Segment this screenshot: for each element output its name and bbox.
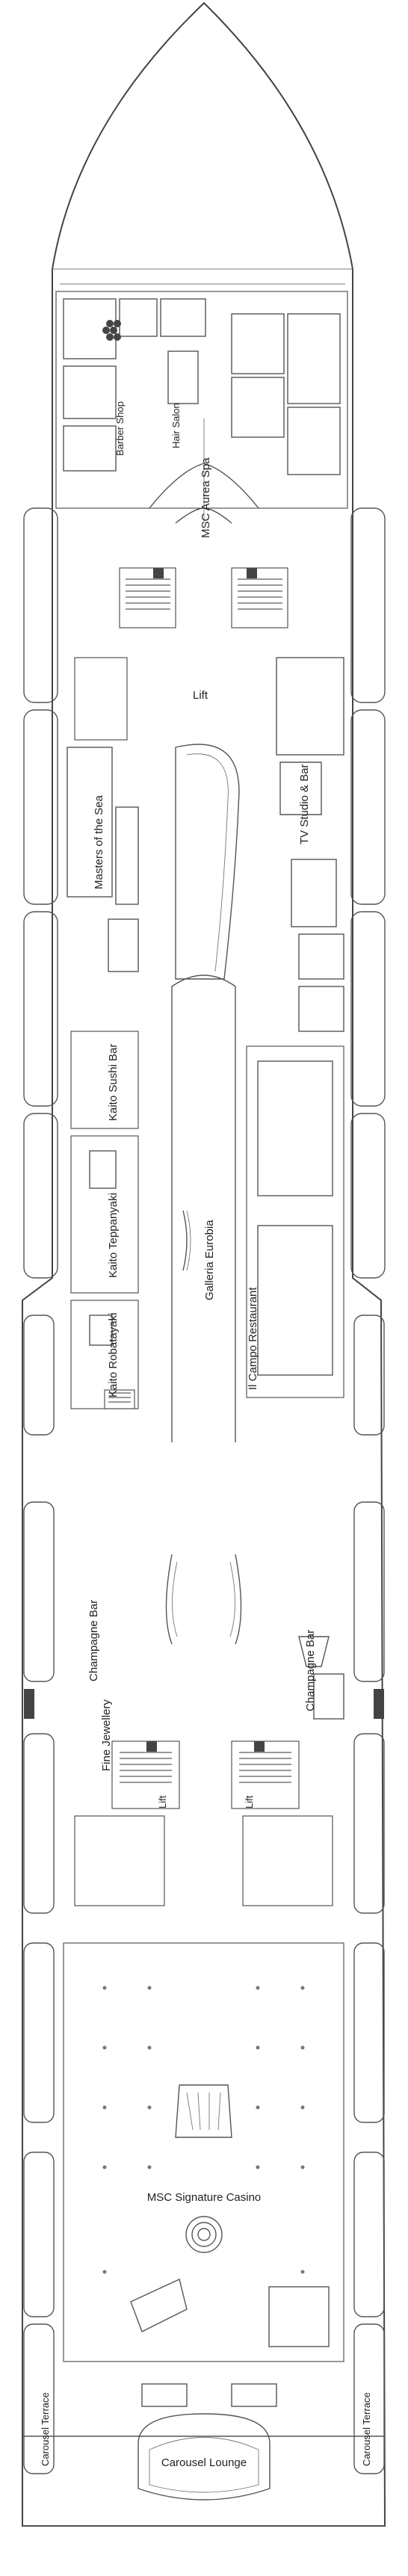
casino-roulette-icon — [185, 2216, 223, 2253]
label-carousel-terrace-left: Carousel Terrace — [40, 2392, 51, 2466]
label-kaito-robatayaki: Kaito Robatayaki — [107, 1313, 120, 1397]
kaito-zone — [70, 1031, 139, 1409]
label-aurea-spa: MSC Aurea Spa — [200, 457, 212, 538]
label-champagne-bar-left: Champagne Bar — [87, 1600, 100, 1681]
fore-stair-block — [119, 567, 288, 628]
label-fine-jewellery: Fine Jewellery — [100, 1699, 113, 1771]
spa-flower-icon — [102, 320, 121, 341]
masters-tv-zone — [67, 657, 344, 980]
port-side-structures-aft — [23, 1315, 55, 2474]
label-tv-studio-bar: TV Studio & Bar — [298, 764, 311, 844]
label-galleria-eurobia: Galleria Eurobia — [203, 1220, 216, 1300]
label-il-campo-restaurant: Il Campo Restaurant — [247, 1287, 259, 1390]
label-kaito-sushi-bar: Kaito Sushi Bar — [107, 1044, 120, 1121]
champagne-zone — [165, 1554, 344, 1720]
galleria-zone — [171, 975, 344, 1442]
label-carousel-terrace-right: Carousel Terrace — [361, 2392, 372, 2466]
port-side-structures-fore — [23, 507, 58, 1279]
label-lift-mid-right: Lift — [244, 1795, 255, 1809]
mid-stair-block — [74, 1741, 333, 1906]
spa-zone — [55, 291, 348, 524]
casino-zone — [63, 1942, 344, 2407]
carousel-zone — [22, 2413, 385, 2527]
starboard-side-structures-aft — [353, 1315, 385, 2474]
label-kaito-teppanyaki: Kaito Teppanyaki — [107, 1193, 120, 1278]
label-lift-fore: Lift — [193, 689, 208, 702]
label-lift-mid-left: Lift — [157, 1795, 168, 1809]
label-signature-casino: MSC Signature Casino — [147, 2191, 262, 2204]
label-champagne-bar-right: Champagne Bar — [304, 1630, 317, 1711]
starboard-side-structures-fore — [350, 507, 386, 1279]
label-masters-of-the-sea: Masters of the Sea — [93, 794, 105, 889]
label-barber-shop: Barber Shop — [114, 401, 126, 456]
label-carousel-lounge: Carousel Lounge — [161, 2456, 247, 2469]
labels: Barber Shop Hair Salon MSC Aurea Spa Lif… — [40, 401, 372, 2469]
label-hair-salon: Hair Salon — [170, 403, 182, 448]
